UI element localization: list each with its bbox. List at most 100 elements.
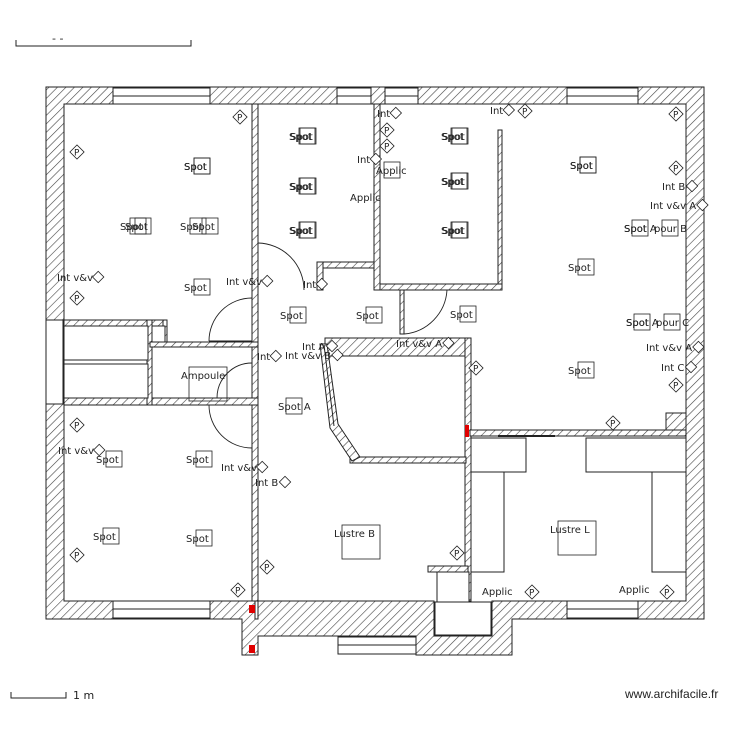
fixture-label: Lustre B — [334, 529, 375, 540]
fixture-label: Spot — [441, 132, 464, 143]
outlet-letter: P — [384, 143, 390, 153]
fixture-box-icon — [195, 450, 213, 468]
fixture-label: Spot — [125, 222, 148, 233]
fixture-label: Spot — [184, 162, 207, 173]
outlet-letter: P — [74, 552, 80, 562]
fixture-label: Int v&v — [58, 446, 94, 457]
fixture-label: Spot A — [624, 224, 657, 235]
fixture-label: Spot — [96, 455, 119, 466]
fixture-label: Spot — [192, 222, 215, 233]
fixture-label: Spot — [441, 226, 464, 237]
fixture-label: Spot — [570, 161, 593, 172]
fixture-label: Spot — [356, 311, 379, 322]
outlet-letter: P — [74, 295, 80, 305]
outlet-letter: P — [473, 365, 479, 375]
outlet-icon — [524, 584, 540, 600]
outlet-icon — [605, 415, 621, 431]
outlet-icon — [230, 582, 246, 598]
fixture-label: Int B — [662, 182, 685, 193]
outlet-letter: P — [673, 111, 679, 121]
fixture-label: Int A — [302, 342, 325, 353]
fixture-label: Int v&v A — [650, 201, 696, 212]
outlet-icon — [69, 290, 85, 306]
top-scale-marks: - - — [52, 32, 63, 45]
fixture-box-icon — [661, 219, 679, 237]
outlet-letter: P — [522, 108, 528, 118]
outlet-icon — [379, 138, 395, 154]
fixture-label: Spot — [184, 283, 207, 294]
fixture-box-icon — [365, 306, 383, 324]
switch-diamond-icon — [260, 274, 274, 288]
fixture-label: Spot A — [278, 402, 311, 413]
fixture-box-icon — [102, 527, 120, 545]
fixture-box-icon — [459, 305, 477, 323]
fixture-label: Spot A — [626, 318, 659, 329]
fixture-label: Int v&v — [226, 277, 262, 288]
fixture-label: Lustre L — [550, 525, 590, 536]
fixture-label: Int B — [255, 478, 278, 489]
outlet-icon — [259, 559, 275, 575]
outlet-icon — [668, 160, 684, 176]
fixture-box-icon — [663, 313, 681, 331]
fixture-label: Spot — [280, 311, 303, 322]
fixture-box-icon — [451, 127, 469, 145]
fixture-label: Spot — [442, 226, 465, 237]
outlet-icon — [659, 584, 675, 600]
fixture-label: Spot — [568, 366, 591, 377]
outlet-icon — [668, 377, 684, 393]
fixture-label: Applic — [350, 193, 381, 204]
outlet-icon — [69, 144, 85, 160]
fixture-box-icon — [129, 217, 147, 235]
fixture-label: Spot — [442, 132, 465, 143]
fixture-box-icon — [631, 219, 649, 237]
switch-diamond-icon — [692, 340, 705, 354]
outlet-letter: P — [673, 382, 679, 392]
outlet-icon — [517, 103, 533, 119]
fixture-box-icon — [285, 397, 303, 415]
fixture-box-icon — [289, 306, 307, 324]
outlet-icon — [668, 106, 684, 122]
fixture-label: Int v&v A — [396, 339, 442, 350]
fixture-box-icon — [341, 524, 381, 560]
switch-diamond-icon — [91, 270, 105, 284]
fixture-box-icon — [451, 172, 469, 190]
fixture-label: Spot — [441, 177, 464, 188]
fixture-label: Spot — [180, 222, 203, 233]
fixture-label: Spot — [568, 263, 591, 274]
fixture-box-icon — [299, 177, 317, 195]
switch-diamond-icon — [325, 339, 339, 353]
fixture-box-icon — [633, 313, 651, 331]
fixture-label: Spot — [289, 132, 312, 143]
switch-diamond-icon — [442, 336, 455, 350]
doors — [208, 242, 448, 449]
outlet-letter: P — [529, 589, 535, 599]
switch-diamond-icon — [696, 198, 709, 212]
fixture-label: Spot — [120, 222, 143, 233]
fixture-box-icon — [195, 529, 213, 547]
top-scale-bar: - - — [15, 32, 192, 47]
fixture-box-icon — [577, 258, 595, 276]
fixture-label: Spot — [624, 224, 647, 235]
fixture-box-icon — [299, 127, 317, 145]
interior-walls — [63, 103, 687, 602]
outlet-letter: P — [454, 550, 460, 560]
outlet-letter: P — [237, 114, 243, 124]
outlet-letter: P — [384, 127, 390, 137]
fixture-label: Ampoule — [181, 371, 225, 382]
fixture-label: Spot — [570, 161, 593, 172]
switch-diamond-icon — [502, 103, 516, 117]
fixture-label: Int — [490, 106, 503, 117]
outlet-icon — [379, 122, 395, 138]
switch-diamond-icon — [369, 152, 383, 166]
windows — [45, 87, 639, 655]
fixture-label: Int — [377, 109, 390, 120]
switch-diamond-icon — [331, 348, 344, 362]
bottom-scale-bar: 1 m — [10, 689, 94, 702]
outlet-letter: P — [664, 589, 670, 599]
fixture-box-icon — [577, 361, 595, 379]
outlet-letter: P — [74, 422, 80, 432]
fixture-label: Spot — [186, 534, 209, 545]
fixture-label: Int v&v A — [646, 343, 692, 354]
